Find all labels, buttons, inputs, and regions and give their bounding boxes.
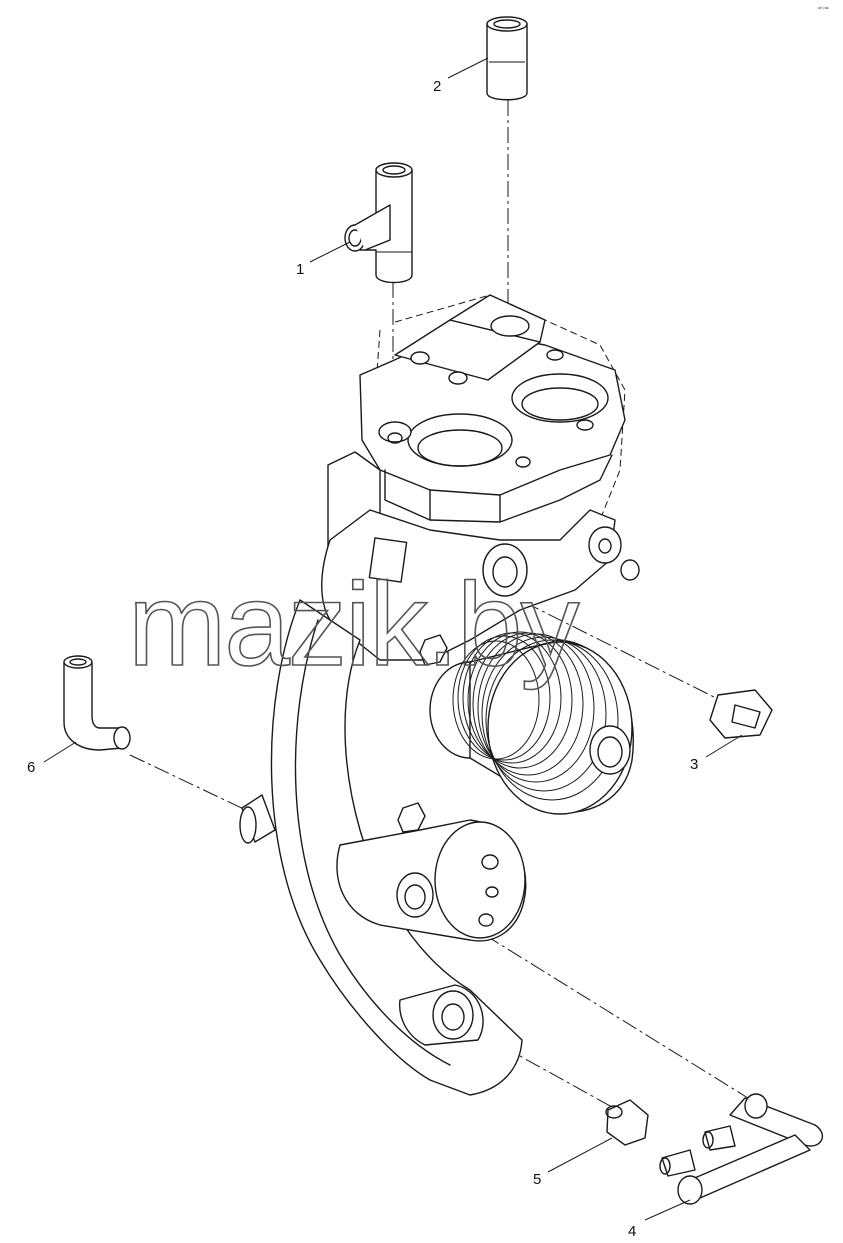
- part-1-tee-fitting: [344, 162, 413, 284]
- corner-mark: ᵃᵇ ᶜᵈᵉ: [818, 6, 829, 12]
- callout-part-5: 5: [533, 1171, 541, 1188]
- part-4-manifold-tube: [659, 1093, 824, 1205]
- axis-part-4: [484, 934, 749, 1099]
- part-5-plug: [605, 1099, 649, 1146]
- assembly-lines: [129, 100, 749, 1108]
- callout-labels: 1 2 3 4 5 6: [27, 78, 698, 1240]
- part-2-sleeve: [486, 16, 528, 101]
- axis-part-3: [499, 589, 721, 701]
- callout-part-1: 1: [296, 261, 304, 278]
- callout-part-4: 4: [628, 1223, 636, 1240]
- part-6-elbow-fitting: [63, 655, 131, 751]
- watermark: mazik.by: [128, 559, 580, 691]
- part-3-plug: [709, 689, 773, 739]
- callout-part-6: 6: [27, 759, 35, 776]
- pulley: [429, 631, 634, 815]
- callout-part-3: 3: [690, 756, 698, 773]
- pump-housing: [239, 294, 640, 1096]
- callout-leaders: [43, 57, 743, 1221]
- axis-part-6: [129, 754, 251, 813]
- callout-part-2: 2: [433, 78, 441, 95]
